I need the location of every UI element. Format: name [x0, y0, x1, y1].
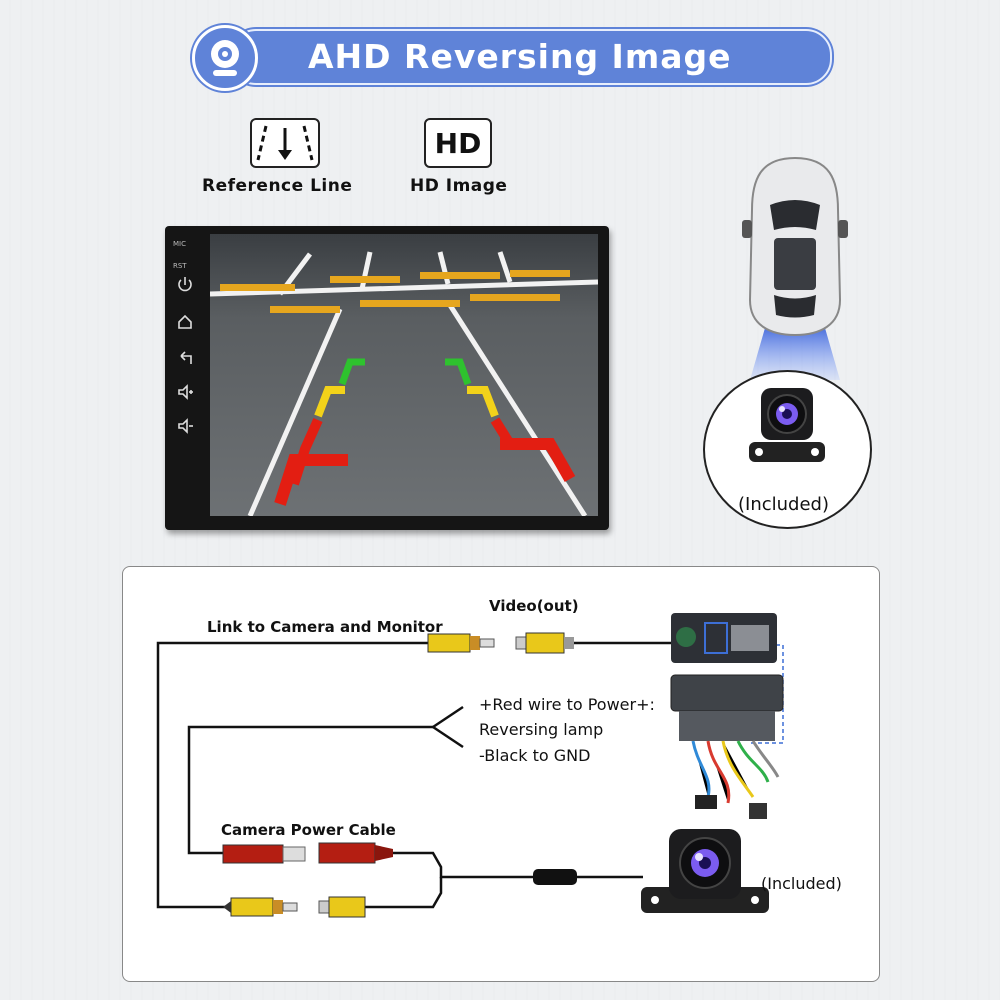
power-icon: [178, 277, 192, 292]
power-plug-left: [222, 844, 306, 864]
home-icon: [178, 314, 192, 329]
page-title: AHD Reversing Image: [308, 37, 732, 76]
included-camera-callout: (Included): [703, 370, 872, 529]
wiring-diagram: Video(out) Link to Camera and Monitor +R…: [122, 566, 880, 982]
mic-label: MIC: [173, 240, 186, 248]
webcam-icon: [211, 40, 239, 76]
camera-lower-image: [641, 829, 769, 913]
red-wire-label: +Red wire to Power+:: [479, 695, 655, 714]
camera-view-screen: [210, 234, 598, 516]
link-label: Link to Camera and Monitor: [207, 618, 443, 636]
reference-line-icon: [250, 118, 320, 168]
monitor-side-buttons: [178, 277, 193, 434]
rca-plug-lower-left: [223, 897, 298, 917]
camera-icon: [749, 388, 825, 462]
rca-plug-video-right: [515, 632, 574, 654]
reference-line-label: Reference Line: [202, 176, 353, 196]
black-gnd-label: -Black to GND: [479, 746, 591, 765]
cable-junction: [533, 869, 577, 885]
car-top-view-image: [742, 156, 848, 380]
reversing-lamp-label: Reversing lamp: [479, 720, 604, 739]
power-cable-label: Camera Power Cable: [221, 821, 396, 839]
head-unit-monitor: MIC RST: [165, 226, 609, 530]
volume-up-icon: [178, 384, 193, 400]
video-out-label: Video(out): [489, 597, 579, 615]
volume-down-icon: [178, 418, 193, 434]
rst-label: RST: [173, 262, 187, 270]
back-icon: [180, 351, 192, 364]
rca-plug-video-left: [427, 633, 495, 653]
title-pill: [230, 29, 832, 85]
head-unit-connector-image: [670, 613, 784, 819]
power-plug-right: [318, 842, 393, 864]
hd-icon-text: HD: [434, 126, 482, 160]
webcam-badge: [192, 25, 258, 91]
included-label-bottom: (Included): [761, 874, 842, 893]
hd-icon: HD: [424, 118, 492, 168]
rca-plug-lower-right: [318, 896, 366, 918]
hd-image-label: HD Image: [410, 176, 508, 196]
included-label-top: (Included): [738, 494, 829, 515]
wiring-lines: [156, 613, 784, 918]
title-banner: AHD Reversing Image: [190, 25, 832, 91]
